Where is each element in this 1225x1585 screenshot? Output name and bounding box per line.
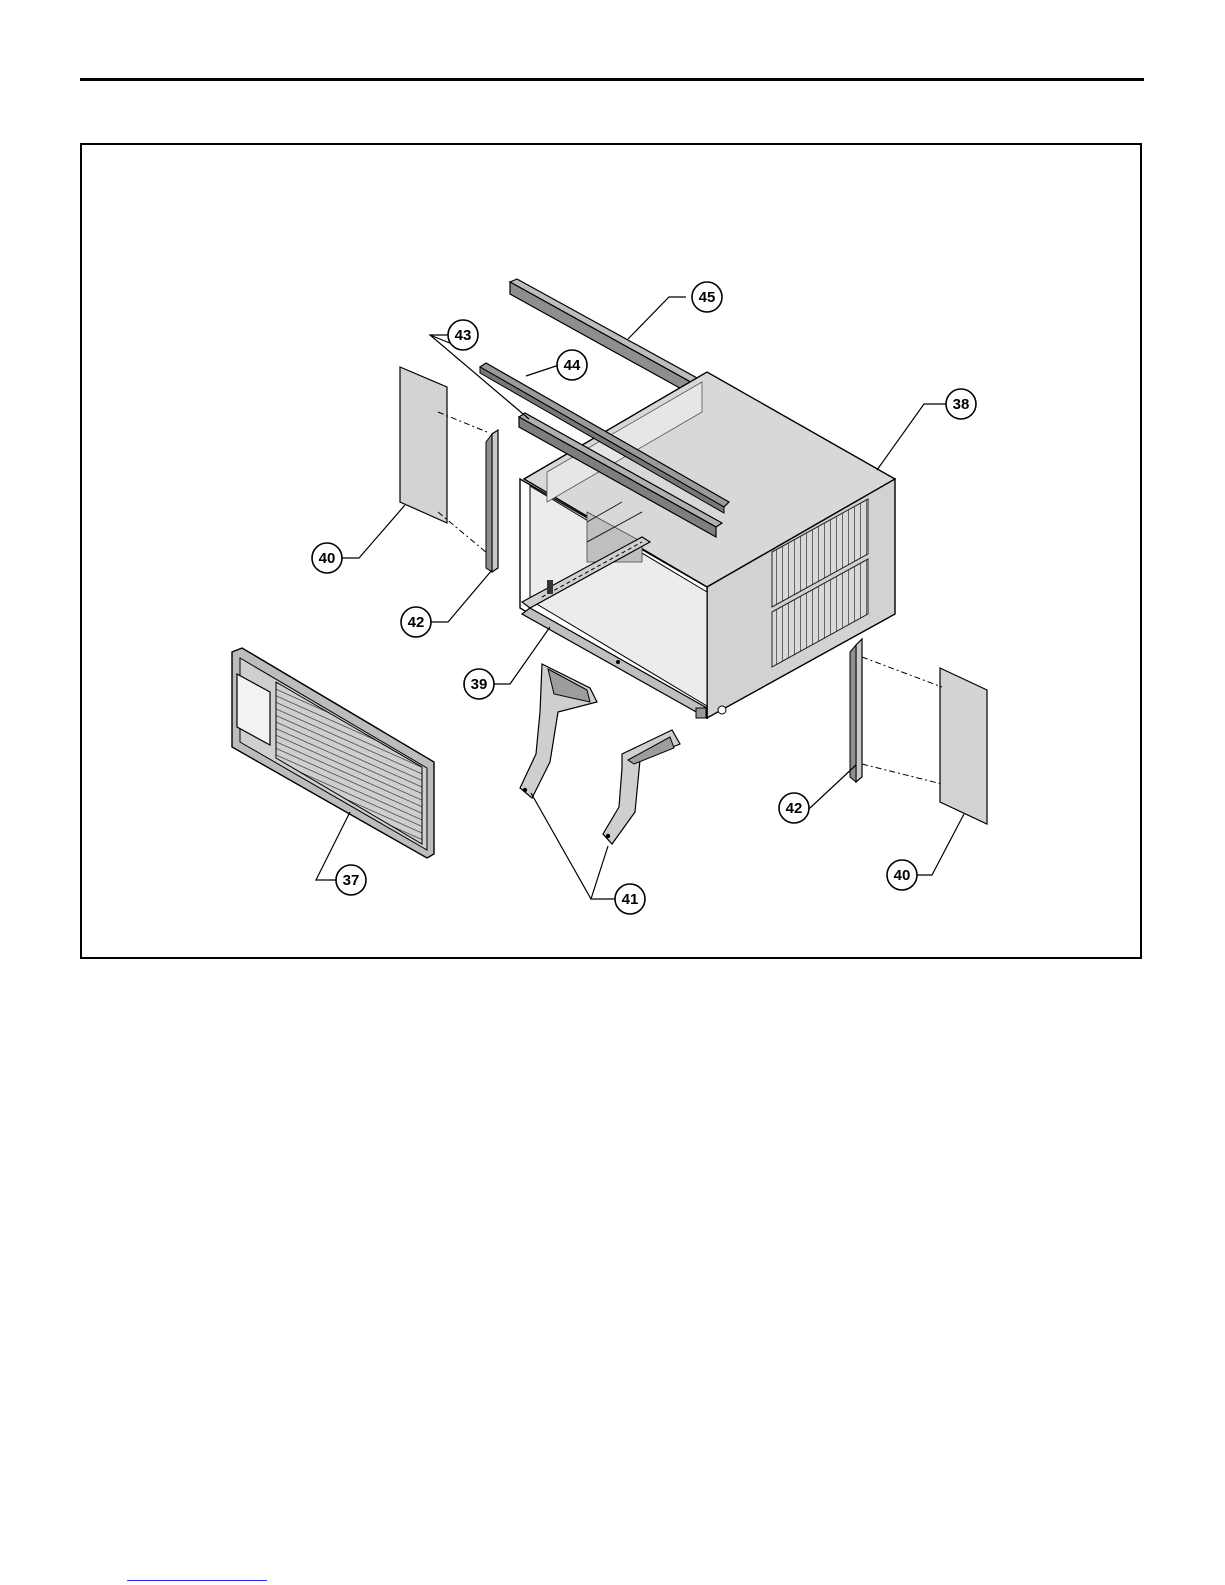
svg-text:42: 42: [786, 800, 803, 817]
callout-42-left: 42: [401, 607, 431, 637]
footer-link-underline[interactable]: [127, 1580, 267, 1581]
side-curtain-right-part-40: [862, 657, 987, 824]
exploded-diagram-frame: 45 38 44 43 40 42 39 42 40 37 41: [80, 143, 1142, 959]
svg-text:44: 44: [564, 357, 581, 374]
angle-bar-right-part-42: [850, 639, 862, 782]
callout-37: 37: [336, 865, 366, 895]
exploded-view-drawing: 45 38 44 43 40 42 39 42 40 37 41: [82, 145, 1140, 957]
callout-39: 39: [464, 669, 494, 699]
callout-43: 43: [448, 320, 478, 350]
svg-text:38: 38: [953, 396, 970, 413]
header-rule: [80, 78, 1144, 81]
callout-40-right: 40: [887, 860, 917, 890]
svg-text:39: 39: [471, 676, 488, 693]
front-grille-part-37: [232, 648, 434, 858]
svg-text:40: 40: [319, 550, 336, 567]
callout-41: 41: [615, 884, 645, 914]
side-curtain-left-part-40: [400, 367, 487, 553]
callout-40-left: 40: [312, 543, 342, 573]
angle-bar-left-part-42: [486, 430, 498, 572]
callout-38: 38: [946, 389, 976, 419]
callout-44: 44: [557, 350, 587, 380]
svg-text:41: 41: [622, 891, 639, 908]
svg-text:43: 43: [455, 327, 472, 344]
callout-42-right: 42: [779, 793, 809, 823]
callout-45: 45: [692, 282, 722, 312]
svg-text:45: 45: [699, 289, 716, 306]
svg-text:40: 40: [894, 867, 911, 884]
svg-text:42: 42: [408, 614, 425, 631]
svg-text:37: 37: [343, 872, 360, 889]
